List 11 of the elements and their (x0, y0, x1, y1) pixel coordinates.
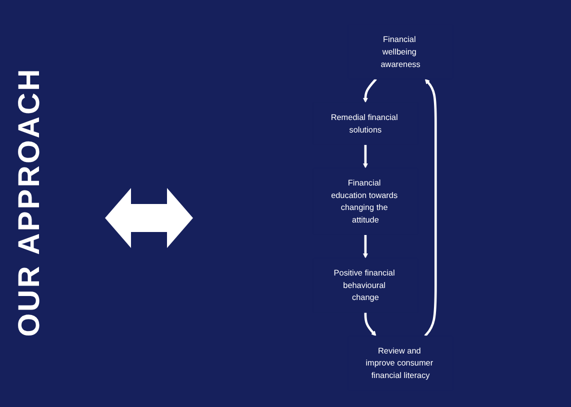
node-text: Remedial financial solutions (330, 112, 398, 134)
arrow (362, 78, 376, 103)
arrow (424, 78, 436, 337)
arrow (362, 234, 368, 258)
node-text: Financial wellbeing awareness (380, 34, 420, 69)
arrow (364, 312, 376, 336)
node-text: Financial education towards changing the attitude (330, 178, 398, 224)
vertical-title: OUR APPROACH (13, 66, 47, 339)
arrow (362, 144, 368, 168)
node-text: Positive financial behavioural change (333, 268, 394, 302)
node-text: Review and improve consumer financial literacy (365, 346, 433, 380)
